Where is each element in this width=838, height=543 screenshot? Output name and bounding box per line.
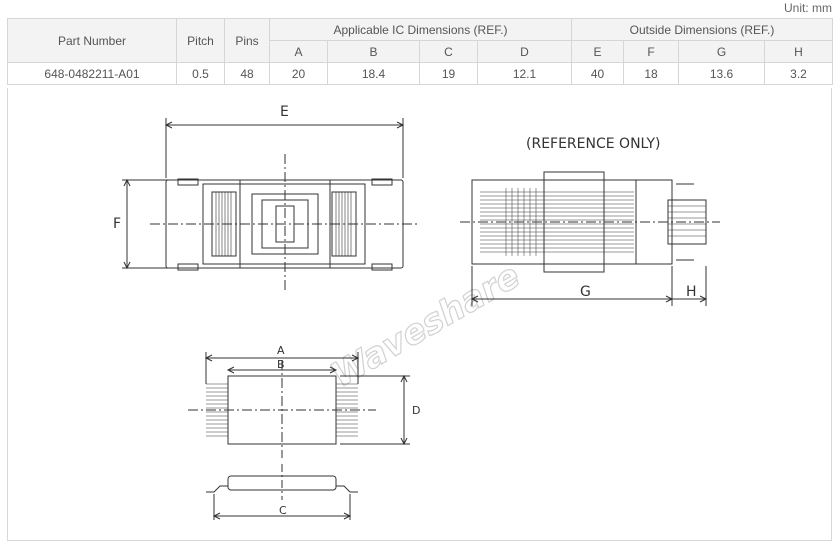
header-col-g: G [678,40,765,63]
unit-label: Unit: mm [784,1,832,15]
cell-b: 18.4 [327,62,420,85]
label-b: B [277,358,285,371]
cell-g: 13.6 [678,62,765,85]
cell-a: 20 [269,62,328,85]
header-ic-dimensions: Applicable IC Dimensions (REF.) [269,18,572,41]
table-row: 648-0482211-A01 0.5 48 20 18.4 19 12.1 4… [7,62,834,85]
label-h: H [686,284,697,300]
drawing-frame [7,88,832,541]
header-pitch: Pitch [176,18,225,63]
header-part-number: Part Number [7,18,177,63]
watermark: Waveshare [324,255,528,396]
header-outside-dimensions: Outside Dimensions (REF.) [570,18,834,41]
dimension-table: Part Number Pitch Pins Applicable IC Dim… [7,18,834,85]
header-col-b: B [327,40,420,63]
socket-side-view: (REFERENCE ONLY) [460,136,720,306]
cell-part-number: 648-0482211-A01 [7,62,177,85]
watermark-text: Waveshare [325,256,527,396]
header-col-e: E [571,40,624,63]
header-pins: Pins [224,18,270,63]
ic-side-view: C [206,464,358,520]
header-col-a: A [269,40,328,63]
socket-top-view: E F [113,104,420,293]
technical-drawing: Waveshare E F [113,104,720,520]
ic-top-view: A B D [188,344,420,458]
header-col-h: H [763,40,834,63]
label-c: C [279,504,287,517]
header-col-c: C [419,40,478,63]
reference-note: (REFERENCE ONLY) [526,136,661,152]
cell-e: 40 [571,62,624,85]
cell-c: 19 [419,62,478,85]
label-a: A [277,344,285,357]
header-col-d: D [477,40,572,63]
label-f: F [113,216,121,232]
cell-h: 3.2 [763,62,834,85]
cell-d: 12.1 [477,62,572,85]
label-d: D [412,404,420,417]
cell-pins: 48 [224,62,270,85]
header-col-f: F [623,40,679,63]
label-e: E [280,104,289,120]
label-g: G [580,284,591,300]
cell-f: 18 [623,62,679,85]
cell-pitch: 0.5 [176,62,225,85]
